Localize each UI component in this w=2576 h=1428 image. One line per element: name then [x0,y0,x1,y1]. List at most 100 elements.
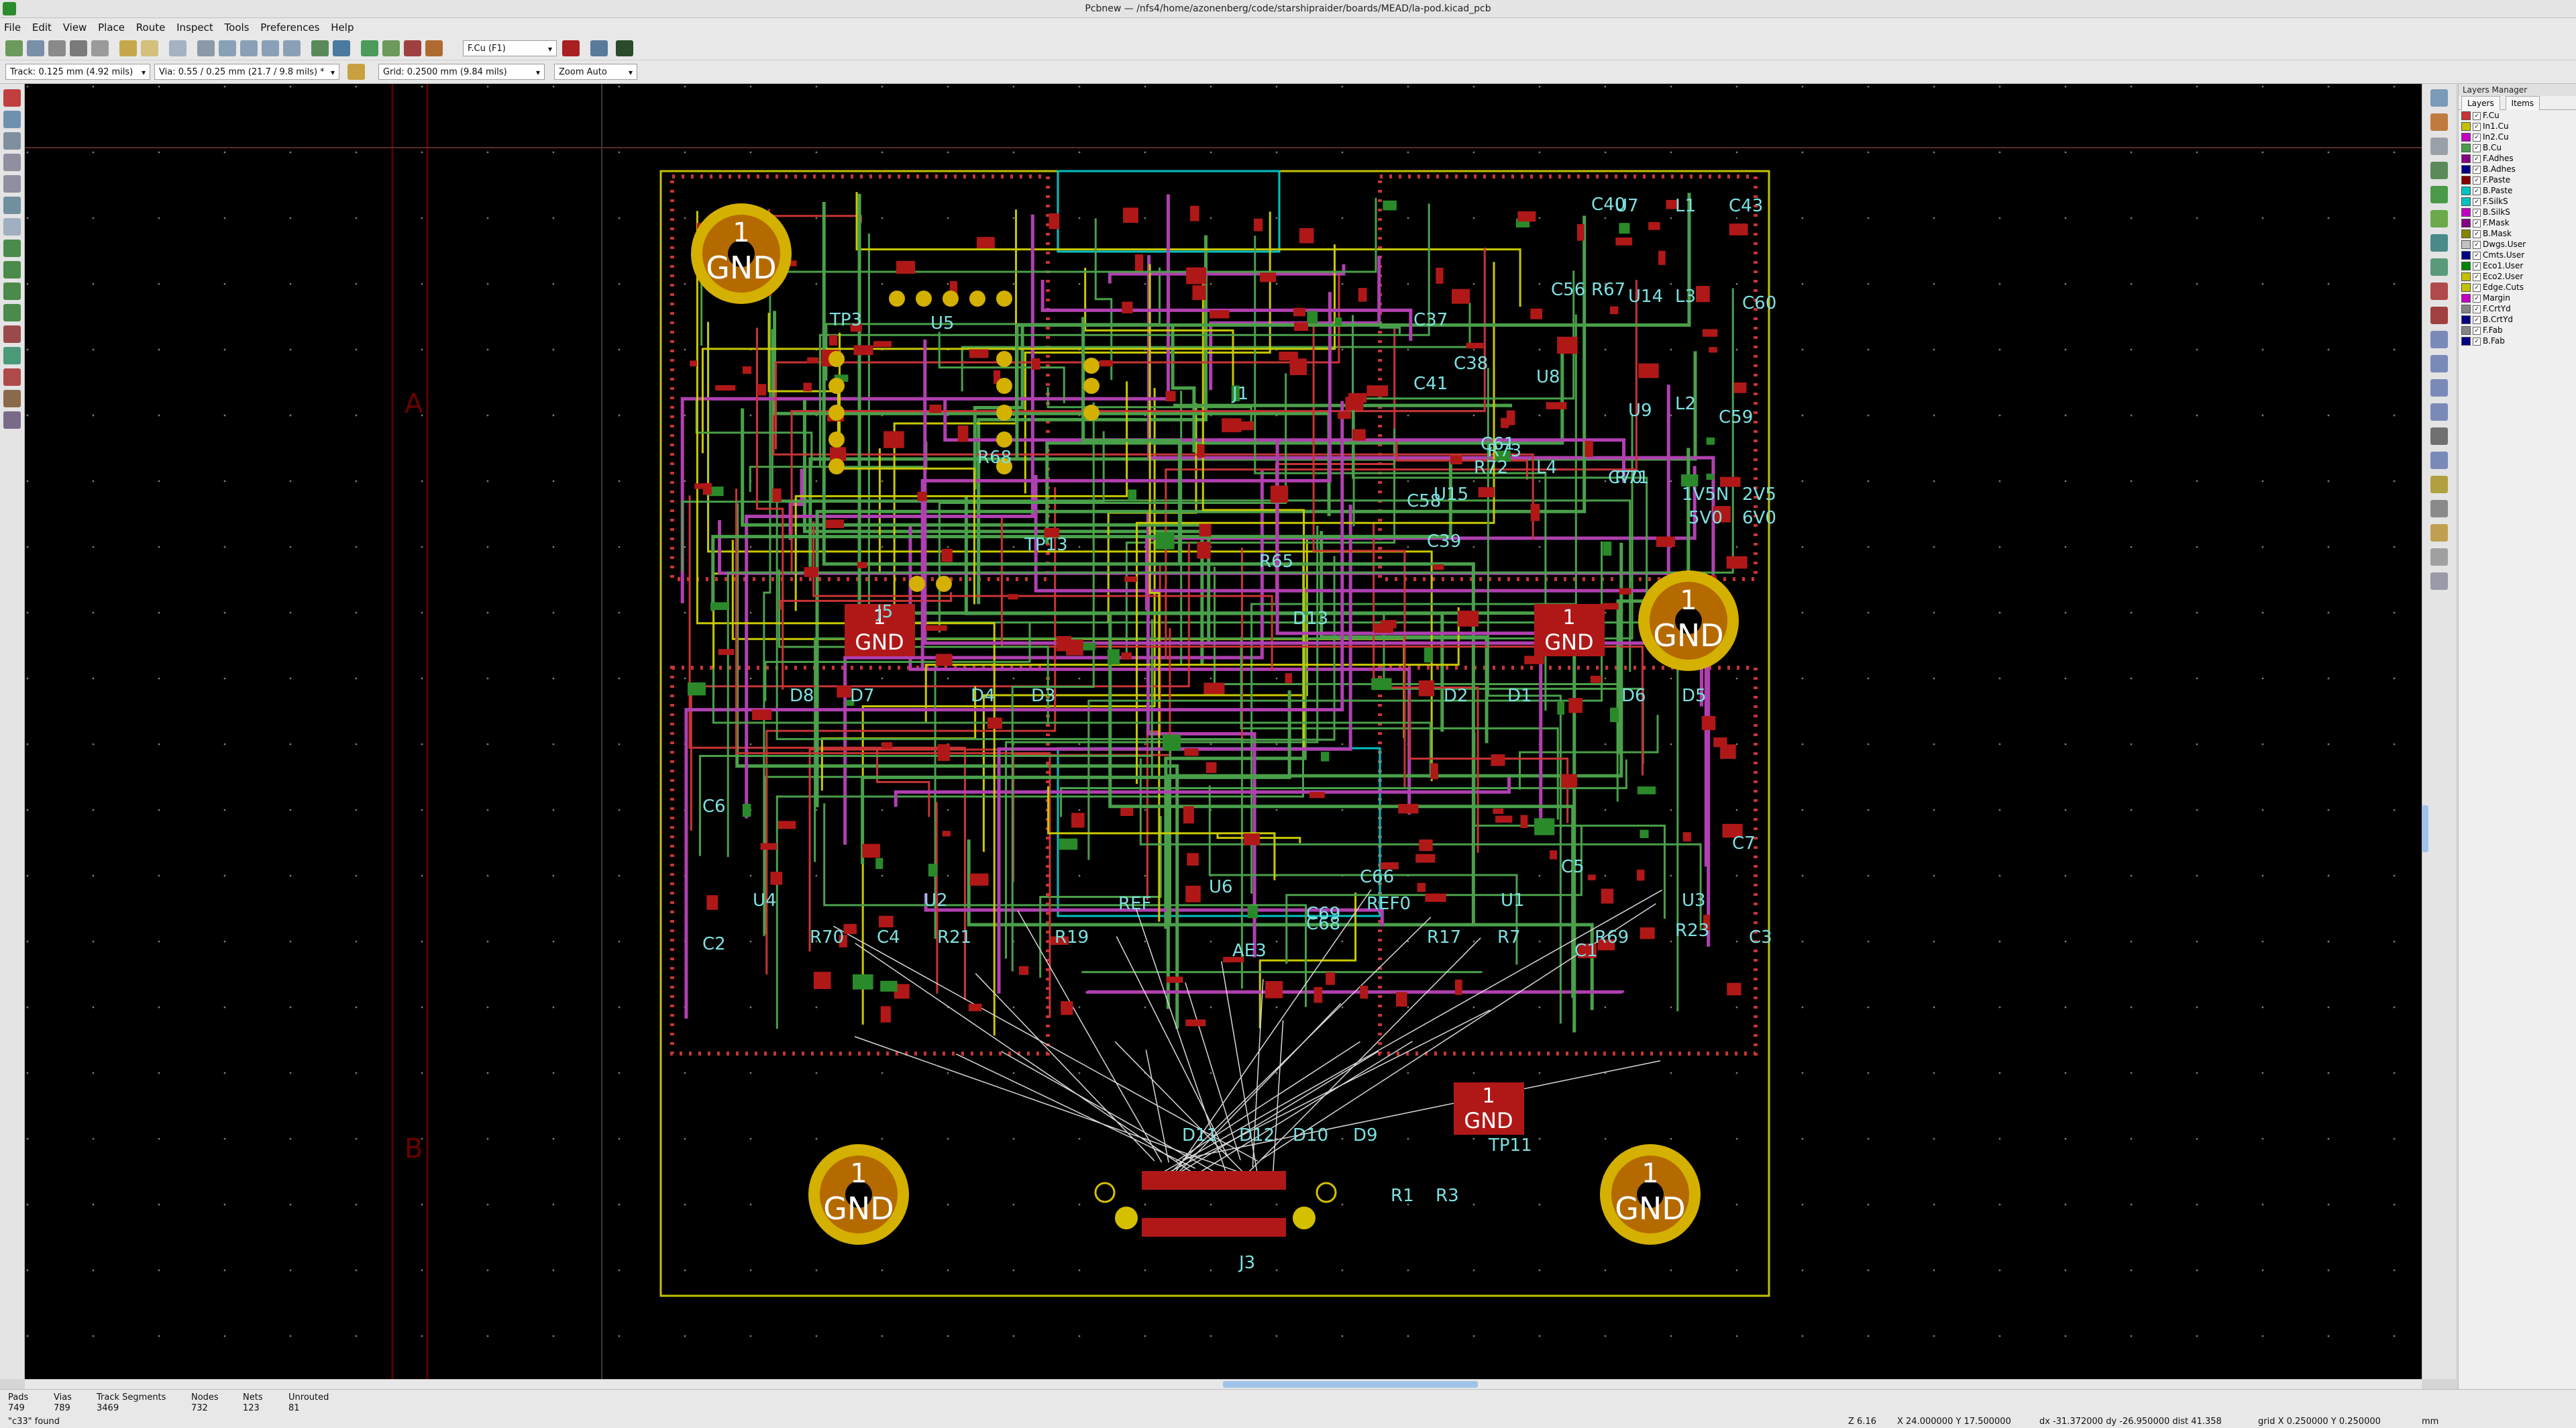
smd-pad[interactable] [757,384,767,396]
layer-visibility-checkbox[interactable]: ✓ [2473,165,2481,174]
trace[interactable] [822,202,1475,926]
layer-visibility-checkbox[interactable]: ✓ [2473,262,2481,270]
drc-icon[interactable] [404,40,421,56]
smd-pad[interactable] [994,370,1001,385]
grid-origin-icon[interactable] [2430,548,2448,566]
through-hole-pad[interactable] [828,431,845,448]
smd-pad[interactable] [772,488,782,502]
track-sketch-icon[interactable] [3,325,21,343]
smd-pad[interactable] [941,548,953,562]
smd-pad[interactable] [1640,829,1649,838]
connector-mount-hole[interactable] [1094,1182,1116,1203]
trace[interactable] [727,288,1734,858]
smd-pad[interactable] [969,873,989,886]
smd-pad[interactable] [968,1003,982,1011]
smd-pad[interactable] [1727,982,1741,996]
layer-row[interactable]: ✓B.Fab [2459,336,2576,346]
smd-pad[interactable] [1371,678,1392,691]
through-hole-pad[interactable] [828,351,845,367]
menu-file[interactable]: File [4,21,21,34]
select-tool-icon[interactable] [2430,89,2448,107]
layers-manager-toggle-icon[interactable] [3,390,21,407]
smd-pad[interactable] [1619,588,1631,595]
smd-pad[interactable] [687,682,706,696]
smd-pad[interactable] [1637,786,1656,795]
add-arc-icon[interactable] [2430,379,2448,397]
layer-row[interactable]: ✓Edge.Cuts [2459,282,2576,293]
smd-pad[interactable] [1495,815,1513,823]
through-hole-pad[interactable] [969,291,985,307]
smd-pad[interactable] [706,895,718,910]
smd-pad[interactable] [1265,981,1283,999]
layer-visibility-checkbox[interactable]: ✓ [2473,240,2481,249]
smd-pad[interactable] [1603,603,1619,610]
gnd-testpoint[interactable]: 1 GND [808,1144,909,1245]
horizontal-scrollbar[interactable] [25,1379,2422,1389]
update-pcb-icon[interactable] [382,40,400,56]
smd-pad[interactable] [1729,223,1748,236]
layer-visibility-checkbox[interactable]: ✓ [2473,337,2481,346]
smd-pad[interactable] [1205,762,1217,773]
grid-toggle-icon[interactable] [3,111,21,128]
zoom-in-icon[interactable] [219,40,236,56]
select-layer-pair-icon[interactable] [562,40,580,56]
smd-pad[interactable] [1162,734,1181,752]
trace[interactable] [1039,815,1162,978]
smd-pad[interactable] [1260,272,1277,283]
menu-help[interactable]: Help [331,21,354,34]
smd-pad[interactable] [957,425,969,442]
smd-pad[interactable] [1049,213,1060,230]
trace[interactable] [1254,236,1547,711]
connector-mount-hole[interactable] [1115,1207,1138,1229]
connector-mount-hole[interactable] [1293,1207,1316,1229]
trace[interactable] [688,495,966,1001]
highlight-net-icon[interactable] [2430,113,2448,131]
smd-pad[interactable] [1289,358,1307,375]
trace[interactable] [818,203,1430,466]
units-mm-icon[interactable] [3,175,21,193]
smd-pad[interactable] [1466,342,1484,349]
smd-pad[interactable] [1455,979,1462,995]
menu-place[interactable]: Place [98,21,125,34]
smd-pad[interactable] [1726,556,1748,569]
smd-pad[interactable] [1380,862,1399,870]
smd-pad[interactable] [1610,707,1619,723]
via-size-select[interactable]: Via: 0.55 / 0.25 mm (21.7 / 9.8 mils) * [154,64,339,80]
smd-pad[interactable] [1706,473,1714,480]
trace[interactable] [700,197,1377,346]
through-hole-pad[interactable] [1083,378,1099,394]
smd-pad[interactable] [1520,815,1528,829]
smd-pad[interactable] [1240,421,1254,431]
smd-pad[interactable] [1079,642,1095,651]
trace[interactable] [802,397,1204,666]
layer-color-swatch[interactable] [2461,219,2471,227]
smd-pad[interactable] [1107,649,1120,665]
smd-pad[interactable] [1071,813,1085,828]
smd-pad[interactable] [1285,673,1293,684]
smd-pad[interactable] [1231,385,1240,402]
trace[interactable] [924,607,1460,723]
smd-pad[interactable] [1299,227,1314,244]
through-hole-pad[interactable] [828,378,845,394]
smd-pad[interactable] [881,742,893,749]
smd-pad[interactable] [1530,503,1540,521]
smd-pad[interactable] [1155,532,1175,550]
refresh-icon[interactable] [197,40,215,56]
smd-pad[interactable] [1309,792,1325,799]
layer-row[interactable]: ✓Dwgs.User [2459,239,2576,250]
smd-pad[interactable] [770,872,783,885]
layer-visibility-checkbox[interactable]: ✓ [2473,208,2481,217]
drc-off-icon[interactable] [3,89,21,107]
smd-pad[interactable] [742,366,752,374]
trace[interactable] [707,321,1433,782]
smd-pad[interactable] [925,625,947,631]
microwave-toolbar-icon[interactable] [3,411,21,429]
smd-pad[interactable] [1366,385,1389,397]
smd-pad[interactable] [1222,418,1242,433]
layer-color-swatch[interactable] [2461,122,2471,131]
through-hole-pad[interactable] [828,458,845,474]
through-hole-pad[interactable] [996,351,1012,367]
redo-icon[interactable] [141,40,158,56]
smd-pad[interactable] [690,360,698,366]
horizontal-scroll-thumb[interactable] [1223,1381,1478,1388]
